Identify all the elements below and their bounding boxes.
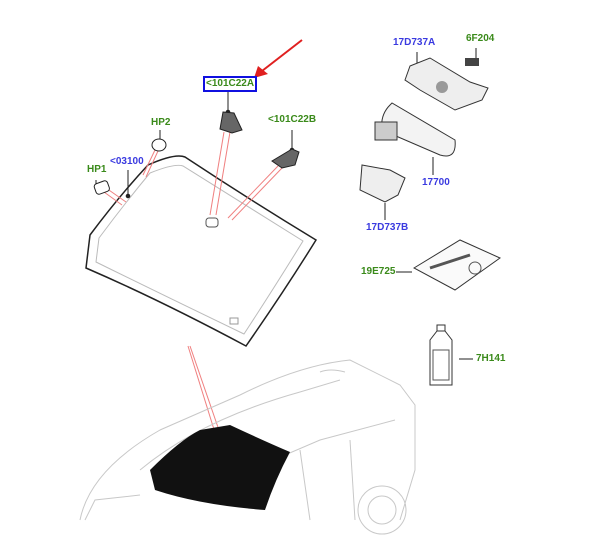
callout-17d737b[interactable]: 17D737B bbox=[366, 222, 409, 233]
callout-17d737a[interactable]: 17D737A bbox=[393, 37, 436, 48]
sensor-cover-b[interactable] bbox=[271, 148, 300, 169]
vehicle-outline bbox=[79, 359, 416, 535]
windshield[interactable] bbox=[85, 155, 318, 347]
callout-17700[interactable]: 17700 bbox=[422, 177, 450, 188]
callout-hp1[interactable]: HP1 bbox=[87, 164, 107, 175]
callout-hp2[interactable]: HP2 bbox=[151, 117, 171, 128]
callout-7h141[interactable]: 7H141 bbox=[476, 353, 506, 364]
hp2-part[interactable] bbox=[151, 138, 167, 152]
fluid-bottle[interactable] bbox=[429, 324, 453, 386]
clip-6f204[interactable] bbox=[465, 58, 479, 66]
callout-101c22a-selected[interactable]: <101C22A bbox=[203, 76, 258, 92]
hp1-part[interactable] bbox=[93, 180, 110, 195]
sensor-cover-a[interactable] bbox=[219, 111, 243, 134]
callout-101c22b[interactable]: <101C22B bbox=[268, 114, 317, 125]
mirror-cover-lower[interactable] bbox=[359, 164, 406, 203]
callout-19e725[interactable]: 19E725 bbox=[361, 266, 396, 277]
vehicle-windshield[interactable] bbox=[150, 425, 290, 510]
callout-6f204[interactable]: 6F204 bbox=[466, 33, 495, 44]
repair-kit[interactable] bbox=[412, 239, 502, 291]
selection-arrow bbox=[254, 39, 303, 78]
rear-view-mirror[interactable] bbox=[381, 102, 456, 157]
callout-03100[interactable]: <03100 bbox=[110, 156, 144, 167]
